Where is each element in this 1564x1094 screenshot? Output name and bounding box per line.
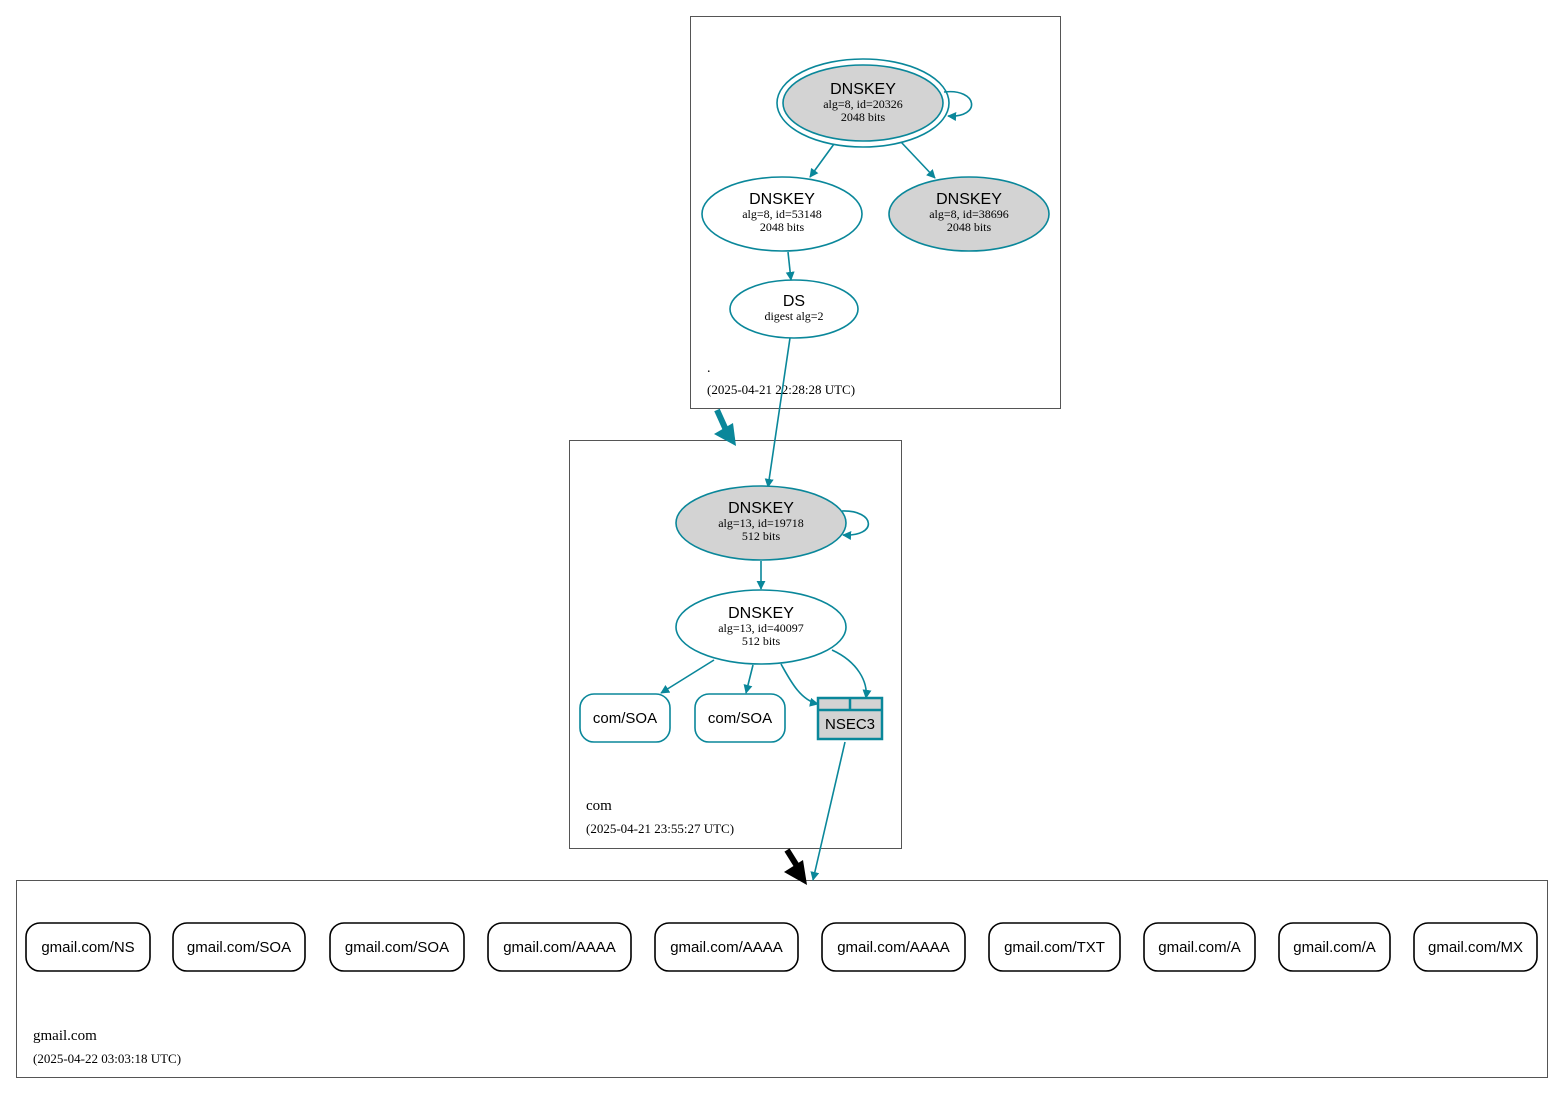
node-detail: alg=8, id=20326	[823, 97, 903, 111]
edge-root-ksk-to-zsk	[809, 143, 835, 178]
zone-gmail-timestamp: (2025-04-22 03:03:18 UTC)	[33, 1051, 181, 1066]
edge-root-ksk-self	[943, 90, 973, 121]
zone-root-box	[690, 16, 1061, 409]
node-detail: 2048 bits	[841, 110, 886, 124]
node-title: DNSKEY	[728, 605, 794, 622]
node-detail: alg=13, id=40097	[718, 621, 804, 635]
node-title: DNSKEY	[830, 81, 896, 98]
node-root-dnskey-20326[interactable]: DNSKEY alg=8, id=20326 2048 bits	[776, 58, 950, 148]
gmail-record-node[interactable]: gmail.com/AAAA	[487, 922, 632, 972]
node-com-dnskey-19718[interactable]: DNSKEY alg=13, id=19718 512 bits	[675, 485, 847, 561]
edge-root-zsk-to-ds	[785, 251, 795, 281]
node-root-dnskey-53148[interactable]: DNSKEY alg=8, id=53148 2048 bits	[701, 176, 863, 252]
node-detail: 2048 bits	[947, 220, 992, 234]
gmail-record-node[interactable]: gmail.com/AAAA	[654, 922, 799, 972]
zone-com-name: com	[586, 798, 612, 814]
gmail-record-node[interactable]: gmail.com/AAAA	[821, 922, 966, 972]
zone-com-timestamp: (2025-04-21 23:55:27 UTC)	[586, 821, 734, 836]
edge-root-ksk-to-ksk2	[900, 141, 936, 179]
gmail-record-label: gmail.com/A	[1293, 939, 1376, 956]
node-com-soa-2[interactable]: com/SOA	[694, 693, 786, 743]
zone-com-box	[569, 440, 902, 849]
gmail-record-node[interactable]: gmail.com/MX	[1413, 922, 1538, 972]
gmail-record-label: gmail.com/MX	[1428, 939, 1523, 956]
edge-com-zsk-to-nsec3-b	[831, 649, 872, 699]
gmail-record-label: gmail.com/AAAA	[837, 939, 950, 956]
node-detail: 512 bits	[742, 529, 781, 543]
gmail-record-label: gmail.com/NS	[41, 939, 134, 956]
node-title: DNSKEY	[936, 191, 1002, 208]
node-label: com/SOA	[593, 710, 657, 727]
edge-com-zsk-to-nsec3-a	[780, 663, 819, 707]
gmail-record-label: gmail.com/SOA	[187, 939, 291, 956]
node-label: NSEC3	[825, 716, 875, 733]
gmail-record-label: gmail.com/AAAA	[670, 939, 783, 956]
gmail-record-node[interactable]: gmail.com/SOA	[329, 922, 465, 972]
zone-com: com (2025-04-21 23:55:27 UTC)	[569, 440, 902, 849]
edge-ds-to-com-ksk	[764, 337, 791, 488]
zone-gmail: gmail.com (2025-04-22 03:03:18 UTC)	[16, 880, 1548, 1078]
node-title: DNSKEY	[728, 500, 794, 517]
delegation-arrow-root-com	[714, 408, 736, 446]
node-detail: digest alg=2	[764, 309, 823, 323]
node-com-ds[interactable]: DS digest alg=2	[729, 279, 859, 339]
gmail-records: gmail.com/NS gmail.com/SOA gmail.com/SOA gm…	[25, 922, 1538, 972]
gmail-record-label: gmail.com/AAAA	[503, 939, 616, 956]
zone-gmail-box	[16, 880, 1548, 1078]
gmail-record-node[interactable]: gmail.com/NS	[25, 922, 151, 972]
node-com-soa-1[interactable]: com/SOA	[579, 693, 671, 743]
node-label: com/SOA	[708, 710, 772, 727]
node-nsec3[interactable]: NSEC3	[816, 696, 884, 741]
gmail-record-label: gmail.com/SOA	[345, 939, 449, 956]
gmail-record-label: gmail.com/A	[1158, 939, 1241, 956]
node-title: DS	[783, 293, 805, 310]
gmail-record-node[interactable]: gmail.com/SOA	[172, 922, 306, 972]
node-com-dnskey-40097[interactable]: DNSKEY alg=13, id=40097 512 bits	[675, 589, 847, 665]
node-title: DNSKEY	[749, 191, 815, 208]
node-detail: alg=8, id=38696	[929, 207, 1009, 221]
delegation-arrow-com-gmail	[784, 848, 807, 885]
edges	[660, 90, 973, 881]
node-root-dnskey-38696[interactable]: DNSKEY alg=8, id=38696 2048 bits	[888, 176, 1050, 252]
zone-root-timestamp: (2025-04-21 22:28:28 UTC)	[707, 382, 855, 397]
node-detail: alg=8, id=53148	[742, 207, 822, 221]
node-detail: 512 bits	[742, 634, 781, 648]
node-detail: alg=13, id=19718	[718, 516, 804, 530]
gmail-record-node[interactable]: gmail.com/A	[1278, 922, 1391, 972]
node-detail: 2048 bits	[760, 220, 805, 234]
edge-com-ksk-self	[841, 510, 870, 540]
zone-root-name: .	[707, 361, 711, 376]
edge-nsec3-to-gmail	[810, 741, 846, 881]
gmail-record-node[interactable]: gmail.com/A	[1143, 922, 1256, 972]
gmail-record-node[interactable]: gmail.com/TXT	[988, 922, 1121, 972]
gmail-record-label: gmail.com/TXT	[1004, 939, 1105, 956]
zone-gmail-name: gmail.com	[33, 1028, 97, 1044]
zone-root: . (2025-04-21 22:28:28 UTC)	[690, 16, 1061, 409]
edge-com-zsk-to-soa2	[743, 664, 754, 694]
edge-com-zsk-to-soa1	[660, 659, 715, 694]
